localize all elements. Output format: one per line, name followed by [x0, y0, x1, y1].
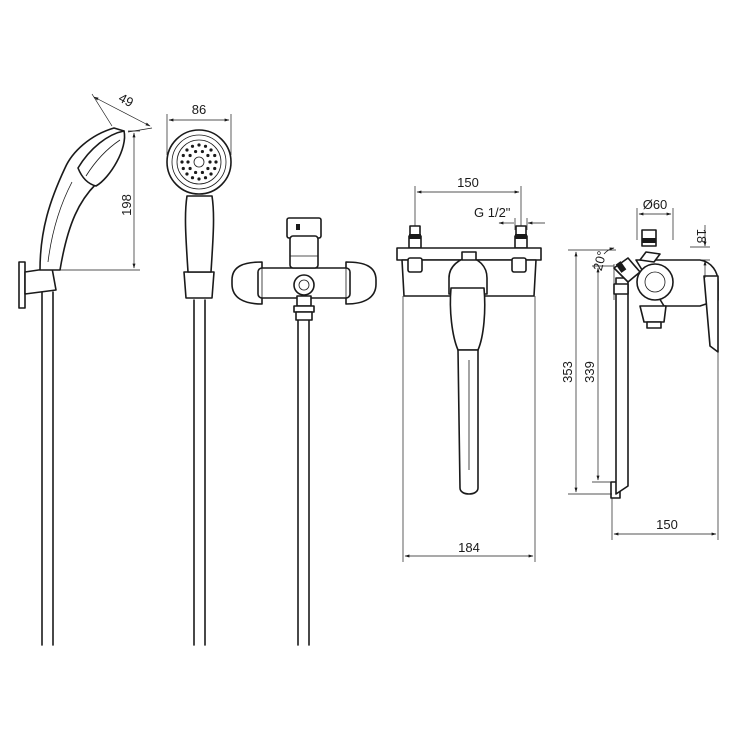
dimension-150-side: 150	[611, 352, 719, 540]
spray-nozzle	[200, 149, 204, 154]
dim-label-339: 339	[582, 361, 597, 383]
spray-nozzle	[206, 166, 210, 171]
dim-label-o60: Ø60	[643, 197, 668, 212]
spray-nozzles	[180, 143, 218, 181]
spray-nozzle	[186, 160, 190, 164]
dim-label-86: 86	[192, 102, 206, 117]
dim-label-198: 198	[119, 194, 134, 216]
spray-nozzle	[206, 153, 210, 158]
spray-nozzle	[180, 160, 184, 164]
spray-nozzle	[214, 160, 218, 164]
spray-nozzle	[197, 143, 201, 147]
spray-nozzle	[203, 144, 208, 148]
dim-label-150-side: 150	[656, 517, 678, 532]
mixer-side-view	[610, 229, 719, 499]
dimension-18: 18	[690, 225, 710, 278]
spray-nozzle	[181, 153, 185, 158]
spray-nozzle	[194, 149, 198, 154]
dimension-49: 49	[91, 90, 153, 133]
spray-nozzle	[188, 166, 192, 171]
spray-nozzle	[197, 177, 201, 181]
mixer-front-view	[231, 217, 377, 646]
dimension-184: 184	[402, 296, 536, 562]
spray-nozzle	[209, 148, 213, 152]
dimension-20deg: 20°	[590, 247, 615, 300]
spray-nozzle	[209, 172, 213, 176]
spray-nozzle	[194, 170, 198, 175]
spray-nozzle	[185, 172, 189, 176]
spray-nozzle	[190, 144, 195, 148]
dim-label-g12: G 1/2"	[474, 205, 511, 220]
spray-nozzle	[208, 160, 212, 164]
spray-nozzle	[203, 176, 208, 180]
dim-label-353: 353	[560, 361, 575, 383]
spray-nozzle	[213, 166, 217, 171]
spray-nozzle	[181, 166, 185, 171]
mixer-spout-view	[396, 225, 542, 495]
handshower-side-view	[18, 127, 126, 646]
spray-nozzle	[213, 153, 217, 158]
dimension-339: 339	[582, 265, 614, 483]
dim-label-18: 18	[694, 229, 709, 243]
dimension-86: 86	[166, 102, 232, 155]
dimension-o60: Ø60	[636, 197, 674, 240]
dim-label-20deg: 20°	[590, 249, 610, 272]
spray-nozzle	[185, 148, 189, 152]
dimension-150-top: 150	[414, 175, 522, 226]
spray-nozzle	[188, 153, 192, 158]
dimension-198: 198	[55, 130, 140, 271]
handshower-front-view	[166, 129, 232, 646]
dim-label-150-top: 150	[457, 175, 479, 190]
dim-label-49: 49	[116, 90, 136, 110]
dim-label-184: 184	[458, 540, 480, 555]
spray-nozzle	[190, 176, 195, 180]
dimension-353: 353	[560, 249, 616, 495]
dimension-g12: G 1/2"	[474, 205, 545, 230]
spray-nozzle	[200, 170, 204, 175]
